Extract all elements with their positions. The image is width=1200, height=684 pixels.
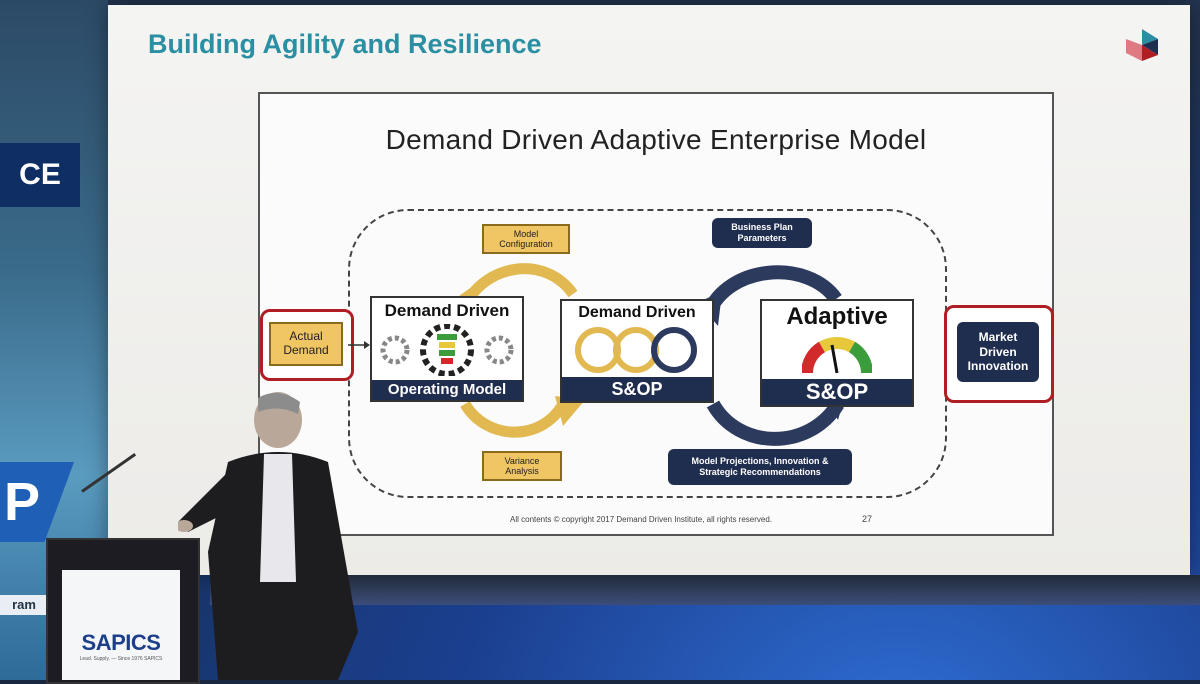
page-number: 27 bbox=[861, 514, 872, 524]
market-driven-box: Market Driven Innovation bbox=[957, 322, 1039, 382]
copyright-footer: All contents © copyright 2017 Demand Dri… bbox=[510, 515, 773, 524]
diagram-frame: Demand Driven Adaptive Enterprise Model … bbox=[258, 92, 1054, 536]
podium-tagline: Lead. Supply. — Since 1976 SAPICS bbox=[79, 656, 163, 662]
adsop-head: Adaptive bbox=[786, 303, 888, 330]
ddsop-module: Demand Driven S&OP bbox=[560, 299, 714, 403]
presenter-figure bbox=[178, 392, 358, 680]
slide-title: Building Agility and Resilience bbox=[148, 29, 542, 59]
ddsop-foot: S&OP bbox=[562, 377, 712, 401]
stage-floor bbox=[210, 575, 1200, 605]
model-title: Demand Driven Adaptive Enterprise Model bbox=[385, 124, 927, 155]
ddom-head: Demand Driven bbox=[384, 301, 510, 320]
model-configuration-box: Model Configuration bbox=[482, 224, 570, 254]
ddom-module: Demand Driven Operating Model bbox=[370, 296, 524, 402]
left-banner: CE bbox=[0, 143, 80, 207]
market-driven-frame: Market Driven Innovation bbox=[944, 305, 1054, 403]
podium-brand: SAPICS bbox=[81, 630, 161, 655]
adsop-foot: S&OP bbox=[762, 379, 912, 405]
gauge-icon bbox=[802, 337, 872, 374]
gears-icon bbox=[380, 324, 514, 376]
actual-demand-frame: Actual Demand bbox=[260, 309, 354, 381]
ddi-logo-icon bbox=[1126, 29, 1158, 61]
sponsor-sign: ram bbox=[0, 595, 48, 615]
business-plan-box: Business Plan Parameters bbox=[712, 218, 812, 248]
podium-sign: SAPICS Lead. Supply. — Since 1976 SAPICS bbox=[62, 570, 180, 680]
ddsop-head: Demand Driven bbox=[578, 304, 696, 321]
linked-cycles-icon bbox=[575, 327, 697, 373]
ddom-foot: Operating Model bbox=[372, 380, 522, 400]
adaptive-sop-module: Adaptive S&OP bbox=[760, 299, 914, 407]
arrow-icon bbox=[348, 341, 370, 349]
model-projections-box: Model Projections, Innovation & Strategi… bbox=[668, 449, 852, 485]
variance-analysis-box: Variance Analysis bbox=[482, 451, 562, 481]
actual-demand-box: Actual Demand bbox=[269, 322, 343, 366]
